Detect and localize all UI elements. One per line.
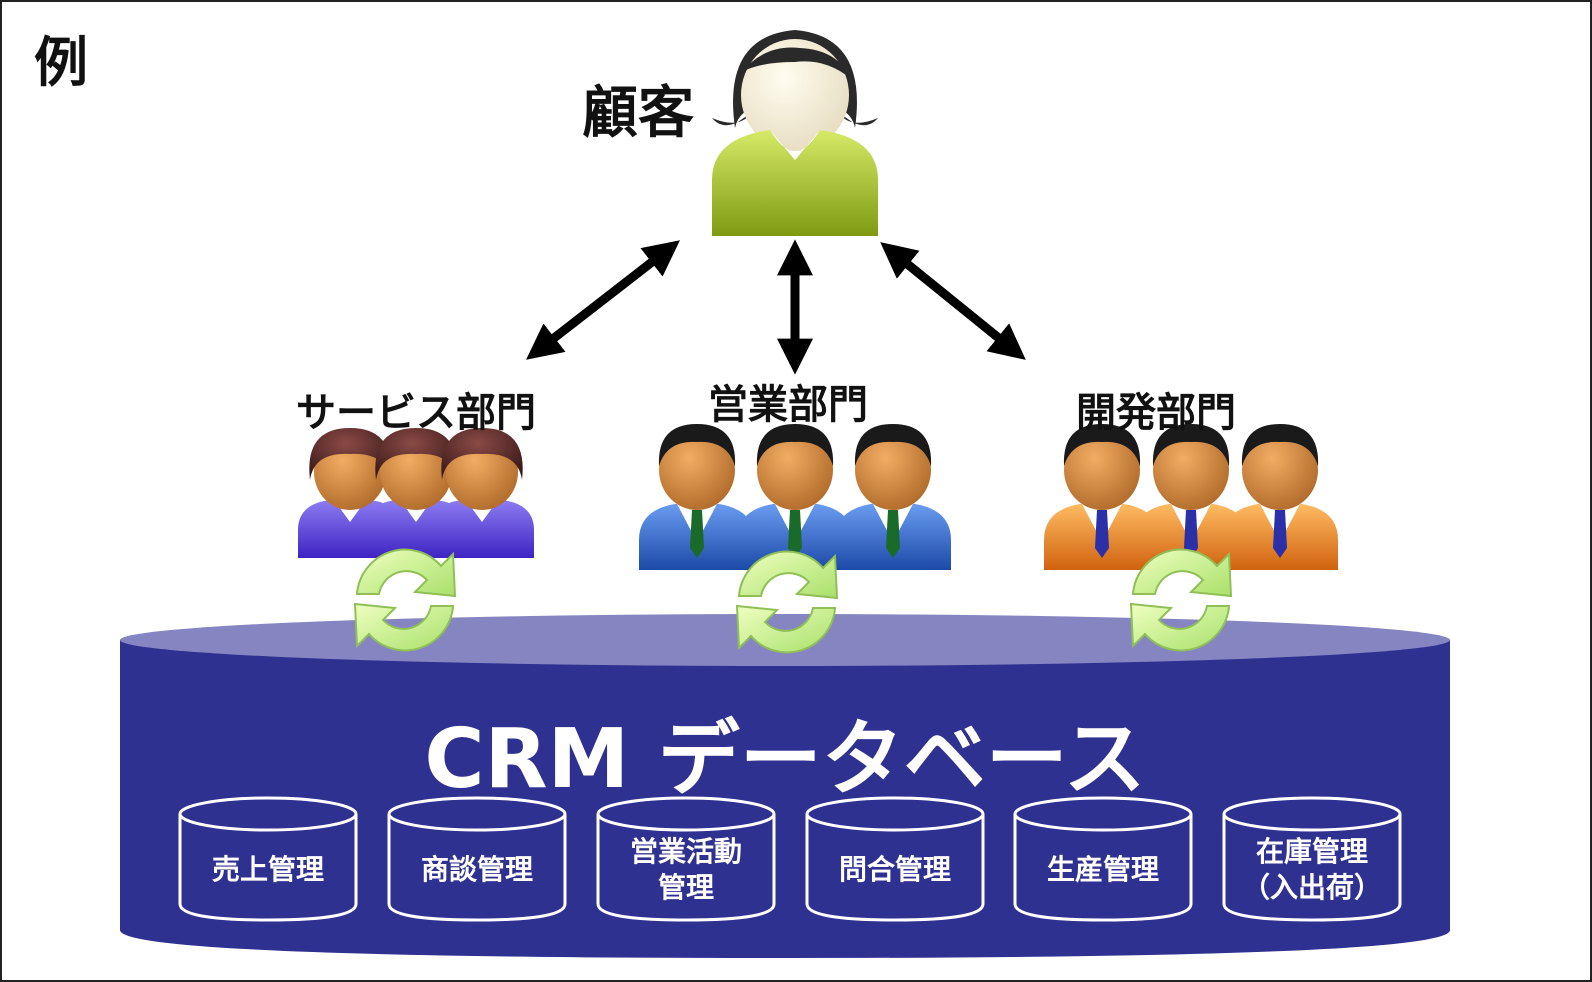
department-label-service: サービス部門	[296, 390, 536, 436]
module-line2: 管理	[657, 871, 714, 904]
module-inventory-management: 在庫管理（入出荷）	[1222, 796, 1402, 922]
module-sales-activity-management: 営業活動管理	[596, 796, 776, 922]
customer-label: 顧客	[582, 81, 694, 146]
dev-staff-icon	[1044, 424, 1338, 570]
module-line1: 営業活動	[629, 835, 742, 868]
module-sales-management: 売上管理	[178, 796, 358, 922]
service-staff-icon	[298, 428, 534, 558]
sales-staff-icon	[639, 424, 951, 570]
sync-icon-sales	[735, 550, 839, 654]
module-inquiry-management: 問合管理	[805, 796, 985, 922]
sync-icon-dev	[1129, 548, 1233, 652]
department-label-sales: 営業部門	[708, 382, 868, 428]
department-label-development: 開発部門	[1076, 390, 1236, 436]
module-line1: 生産管理	[1046, 853, 1159, 886]
module-negotiation-management: 商談管理	[387, 796, 567, 922]
module-line1: 問合管理	[838, 853, 951, 886]
arrow-customer-service	[526, 240, 680, 360]
arrow-customer-dev	[880, 242, 1026, 360]
module-line1: 売上管理	[211, 853, 324, 886]
sync-icon-service	[353, 548, 457, 652]
module-line1: 商談管理	[420, 853, 533, 886]
module-production-management: 生産管理	[1013, 796, 1193, 922]
example-label: 例	[34, 31, 88, 94]
customer-icon	[712, 30, 878, 236]
relation-arrows	[526, 239, 1026, 375]
module-line2: （入出荷）	[1241, 871, 1382, 904]
module-line1: 在庫管理	[1255, 835, 1368, 868]
database-title: CRM データベース	[424, 712, 1146, 807]
